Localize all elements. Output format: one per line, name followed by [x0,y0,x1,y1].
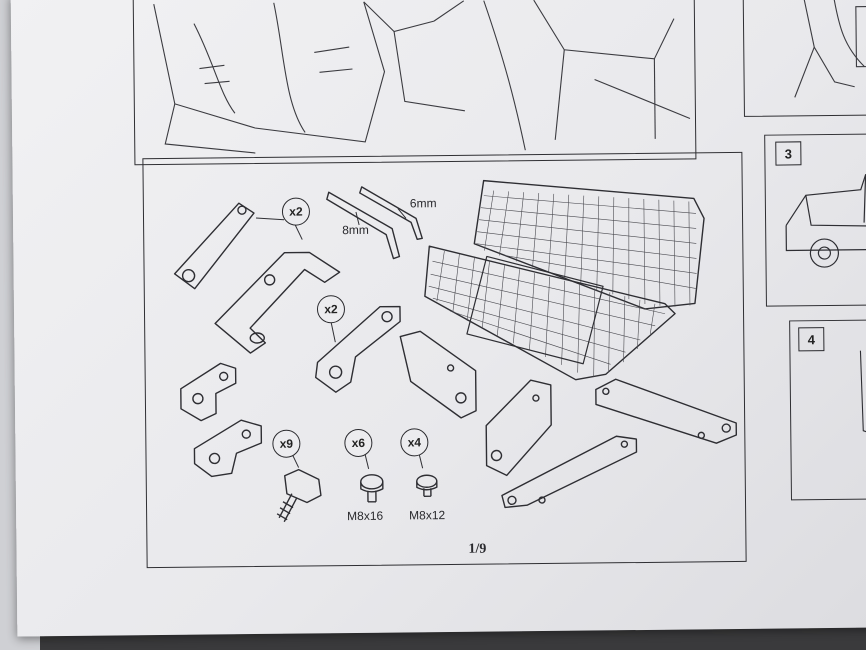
vehicle-exterior-illustration [785,171,866,268]
mount-bracket [314,305,401,393]
tall-angle-bracket-2 [485,379,552,477]
page-number: 1/9 [468,541,487,557]
vehicle-interior-illustration [153,0,691,154]
panel-step-4: 4 [789,319,866,501]
panel-top-right [742,0,866,117]
panel-vehicle-interior [132,0,697,166]
qty-knob-screw: x9 [272,429,301,458]
side-plate-lower [501,435,638,509]
panel-step-3: 3 [764,133,866,307]
flat-strap-bracket [173,202,255,290]
rail-bracket [214,251,341,354]
qty-bolt-m8x12: x4 [400,428,429,457]
mesh-guard-upper [473,179,705,310]
fitting-detail-illustration [794,0,866,98]
hex-key-8mm [326,191,401,260]
bolt-m8x12 [416,474,438,497]
small-angle-bracket-1 [180,362,237,422]
parts-illustration [173,179,738,523]
tall-angle-bracket-1 [399,330,477,419]
qty-bolt-m8x16: x6 [344,428,373,458]
small-angle-bracket-2 [193,419,263,478]
bolt-m8x16-label: M8x16 [347,508,384,524]
instruction-sheet: 8mm 6mm x2 x2 x9 x6 x4 M8x16 M8x12 3 4 [10,0,866,637]
bolt-m8x12-label: M8x12 [409,508,446,523]
hex-key-8mm-label: 8mm [342,222,369,238]
qty-rail-bracket: x2 [281,197,311,226]
hex-key-6mm [359,186,423,241]
knob-screw [276,468,322,523]
mesh-guard-lower [424,245,676,381]
step-3-number: 3 [775,141,802,166]
side-plate-right [595,378,738,444]
hex-key-6mm-label: 6mm [409,196,437,211]
bolt-m8x16 [360,474,384,503]
qty-mount-bracket: x2 [316,295,346,324]
step-4-number: 4 [798,327,825,352]
parts-list-panel: 8mm 6mm x2 x2 x9 x6 x4 M8x16 M8x12 [142,151,747,569]
step-4-illustration [859,350,866,441]
